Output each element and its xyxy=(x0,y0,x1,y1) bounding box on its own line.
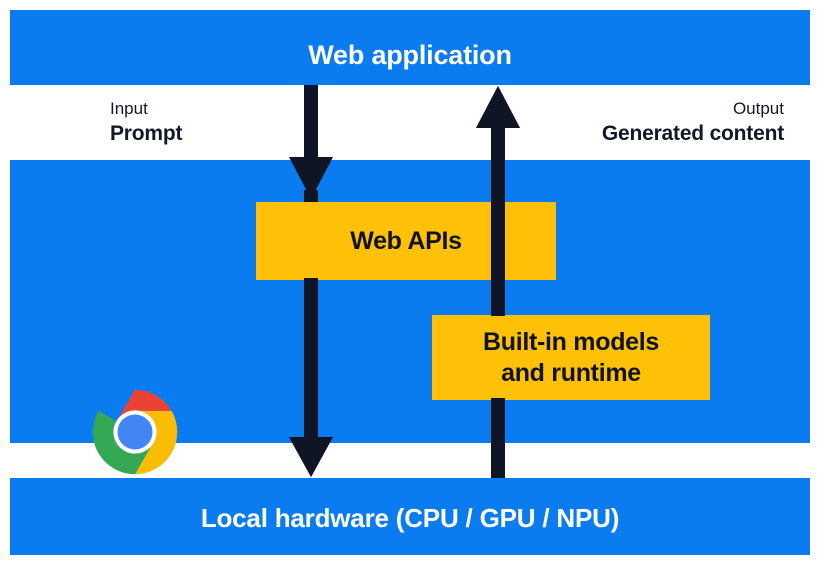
box-web-apis: Web APIs xyxy=(256,202,556,280)
band-local-hardware: Local hardware (CPU / GPU / NPU) xyxy=(10,478,810,555)
band-web-application: Web application xyxy=(10,10,810,85)
box-builtin-models-line1: Built-in models xyxy=(482,328,660,356)
box-builtin-models: Built-in models and runtime xyxy=(432,315,710,400)
caption-input: Input Prompt xyxy=(110,98,183,148)
band-web-application-label: Web application xyxy=(308,40,512,70)
chrome-logo-icon xyxy=(92,389,178,475)
caption-output-kind: Output xyxy=(732,99,784,118)
caption-output: Output Generated content xyxy=(602,98,784,148)
box-web-apis-label: Web APIs xyxy=(350,226,462,255)
arrow-up-head xyxy=(476,86,520,128)
caption-input-value: Prompt xyxy=(110,122,183,146)
band-local-hardware-label: Local hardware (CPU / GPU / NPU) xyxy=(200,503,620,533)
box-builtin-models-label: Built-in models and runtime xyxy=(483,327,659,388)
caption-input-kind: Input xyxy=(110,99,148,118)
box-builtin-models-line2: and runtime xyxy=(501,358,641,387)
caption-output-value: Generated content xyxy=(601,122,784,146)
arrow-down-head xyxy=(289,437,333,477)
